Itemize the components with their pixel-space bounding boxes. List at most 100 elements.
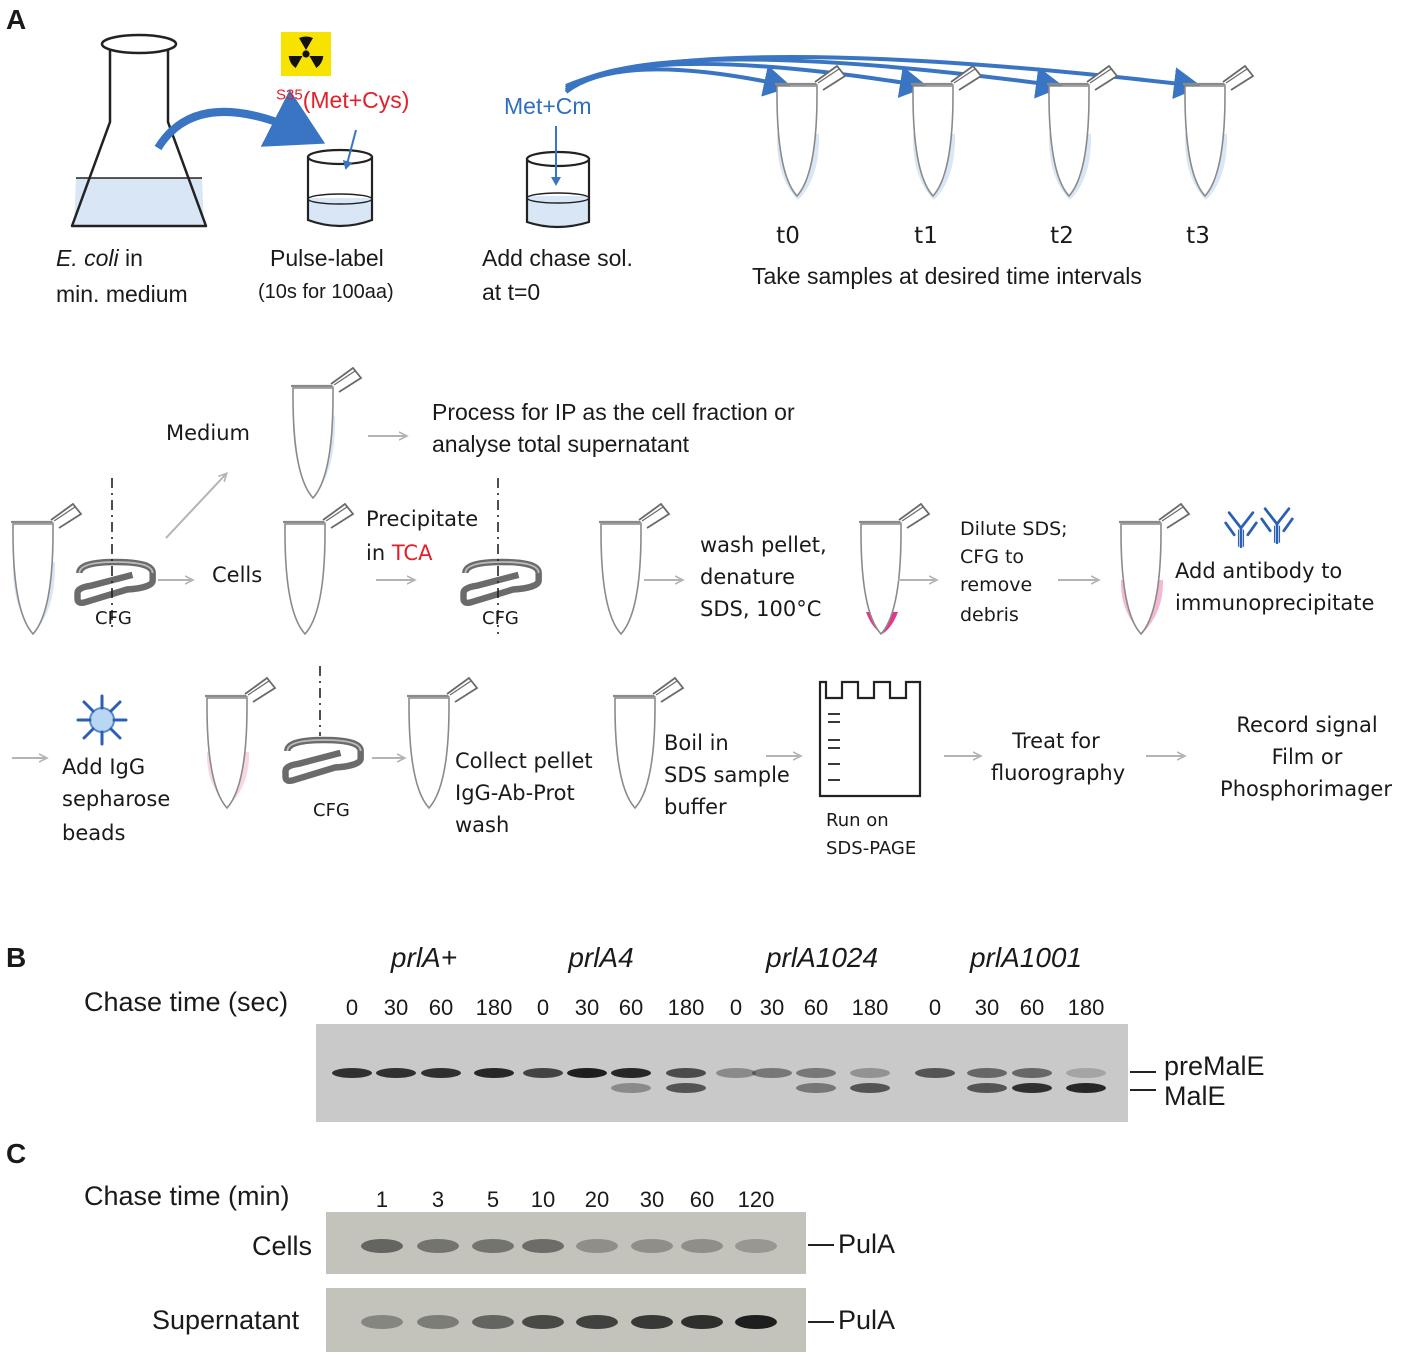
premale-band xyxy=(474,1068,514,1078)
precipitate-prefix: in xyxy=(366,541,392,565)
sampling-arrows xyxy=(564,55,1202,100)
male-band xyxy=(796,1083,836,1093)
lane-label: 20 xyxy=(584,1187,610,1212)
flask-label-suffix: in xyxy=(118,245,143,271)
lane-label: 60 xyxy=(803,995,829,1020)
boil-label-line2: SDS sample xyxy=(664,763,790,787)
timepoint-label: t0 xyxy=(776,223,800,249)
male-band xyxy=(850,1083,890,1093)
premale-band xyxy=(752,1068,792,1078)
pulse-beaker-icon xyxy=(306,148,374,228)
male-band xyxy=(1012,1083,1052,1093)
wash-label-line2: denature xyxy=(700,565,796,589)
lane-label: 0 xyxy=(536,995,550,1020)
tca-label: TCA xyxy=(391,541,433,565)
pula-band-label-supernatant: PulA xyxy=(838,1305,896,1335)
boil-label-line1: Boil in xyxy=(664,731,729,755)
male-band xyxy=(1066,1083,1106,1093)
centrifuge-axis xyxy=(111,478,499,736)
premale-band xyxy=(796,1068,836,1078)
lane-label: 30 xyxy=(639,1187,665,1212)
strain-label: prlA+ xyxy=(390,942,458,973)
pula-band xyxy=(361,1239,403,1253)
flask-label-line2: min. medium xyxy=(56,281,188,307)
record-label-line2: Film or xyxy=(1271,745,1343,769)
strain-label: prlA1001 xyxy=(969,942,1083,973)
denatured-tube xyxy=(857,502,931,636)
record-label-line1: Record signal xyxy=(1236,713,1378,737)
premale-band xyxy=(850,1068,890,1078)
premale-band xyxy=(1066,1068,1106,1078)
isotope-label: S35 xyxy=(276,86,303,104)
medium-label: Medium xyxy=(166,421,250,445)
pulse-label: Pulse-label xyxy=(270,245,384,271)
dilute-label-line3: remove xyxy=(960,574,1033,596)
wash-label-line3: SDS, 100°C xyxy=(700,597,822,621)
lane-label: 180 xyxy=(851,995,889,1020)
chase-beaker-icon xyxy=(525,150,591,229)
sample-tubes xyxy=(773,64,1255,200)
dilute-label-line2: CFG to xyxy=(960,546,1025,568)
premale-band xyxy=(611,1068,651,1078)
lane-label: 30 xyxy=(383,995,409,1020)
antibody-icon xyxy=(1224,511,1258,548)
lane-label: 180 xyxy=(1067,995,1105,1020)
pulse-reagent: S35(Met+Cys) xyxy=(276,86,409,115)
lane-label: 60 xyxy=(428,995,454,1020)
male-band xyxy=(967,1083,1007,1093)
medium-tube xyxy=(289,366,363,500)
gel-c-supernatant xyxy=(326,1288,806,1352)
male-band xyxy=(666,1083,706,1093)
panel-label-b: B xyxy=(6,942,27,973)
panel-label-c: C xyxy=(6,1138,27,1169)
lane-label: 5 xyxy=(486,1187,500,1212)
sepharose-bead-icon xyxy=(76,694,128,746)
strain-label: prlA4 xyxy=(568,942,634,973)
cells-tube xyxy=(281,502,355,636)
lane-label: 30 xyxy=(759,995,785,1020)
precipitate-label-line2: in TCA xyxy=(366,540,432,566)
cfg-label: CFG xyxy=(95,608,132,629)
lane-label: 30 xyxy=(574,995,600,1020)
premale-band-label: preMalE xyxy=(1164,1051,1265,1081)
pula-band xyxy=(735,1315,777,1329)
pulse-time: (10s for 100aa) xyxy=(258,281,394,303)
run-label-line1: Run on xyxy=(826,810,889,831)
band-b-pointers xyxy=(1130,1071,1156,1091)
washed-pellet-tube xyxy=(405,676,479,810)
lysate-tube xyxy=(1117,502,1191,636)
chase-time-axis-label-b: Chase time (sec) xyxy=(84,987,289,1017)
pulse-amino-acids: (Met+Cys) xyxy=(302,87,410,113)
ip-tube xyxy=(203,676,277,810)
treat-label-line2: fluorography xyxy=(990,761,1126,785)
lane-label: 120 xyxy=(737,1187,775,1212)
pula-band xyxy=(735,1239,777,1253)
timepoint-label: t1 xyxy=(914,223,938,249)
supernatant-row-label: Supernatant xyxy=(152,1305,300,1335)
lane-label: 60 xyxy=(618,995,644,1020)
strain-label: prlA1024 xyxy=(765,942,879,973)
pula-band xyxy=(631,1315,673,1329)
panel-label-a: A xyxy=(6,4,27,35)
pula-band-label-cells: PulA xyxy=(838,1229,896,1259)
lane-label: 180 xyxy=(667,995,705,1020)
antibody-icon xyxy=(1260,507,1294,544)
premale-band xyxy=(376,1068,416,1078)
chase-time-axis-label-c: Chase time (min) xyxy=(84,1181,290,1211)
premale-band xyxy=(915,1068,955,1078)
male-band xyxy=(611,1083,651,1093)
chase-reagent: Met+Cm xyxy=(504,93,592,119)
timepoint-label: t3 xyxy=(1186,223,1210,249)
igg-label-line1: Add IgG xyxy=(62,755,146,779)
pula-band xyxy=(522,1315,564,1329)
lane-label: 60 xyxy=(1019,995,1045,1020)
premale-band xyxy=(1012,1068,1052,1078)
premale-band xyxy=(666,1068,706,1078)
pula-band xyxy=(522,1239,564,1253)
process-text-line2: analyse total supernatant xyxy=(432,431,690,457)
process-text-line1: Process for IP as the cell fraction or xyxy=(432,399,795,425)
cfg-label: CFG xyxy=(482,608,519,629)
antibody-label-line1: Add antibody to xyxy=(1175,559,1343,583)
lane-label: 60 xyxy=(689,1187,715,1212)
